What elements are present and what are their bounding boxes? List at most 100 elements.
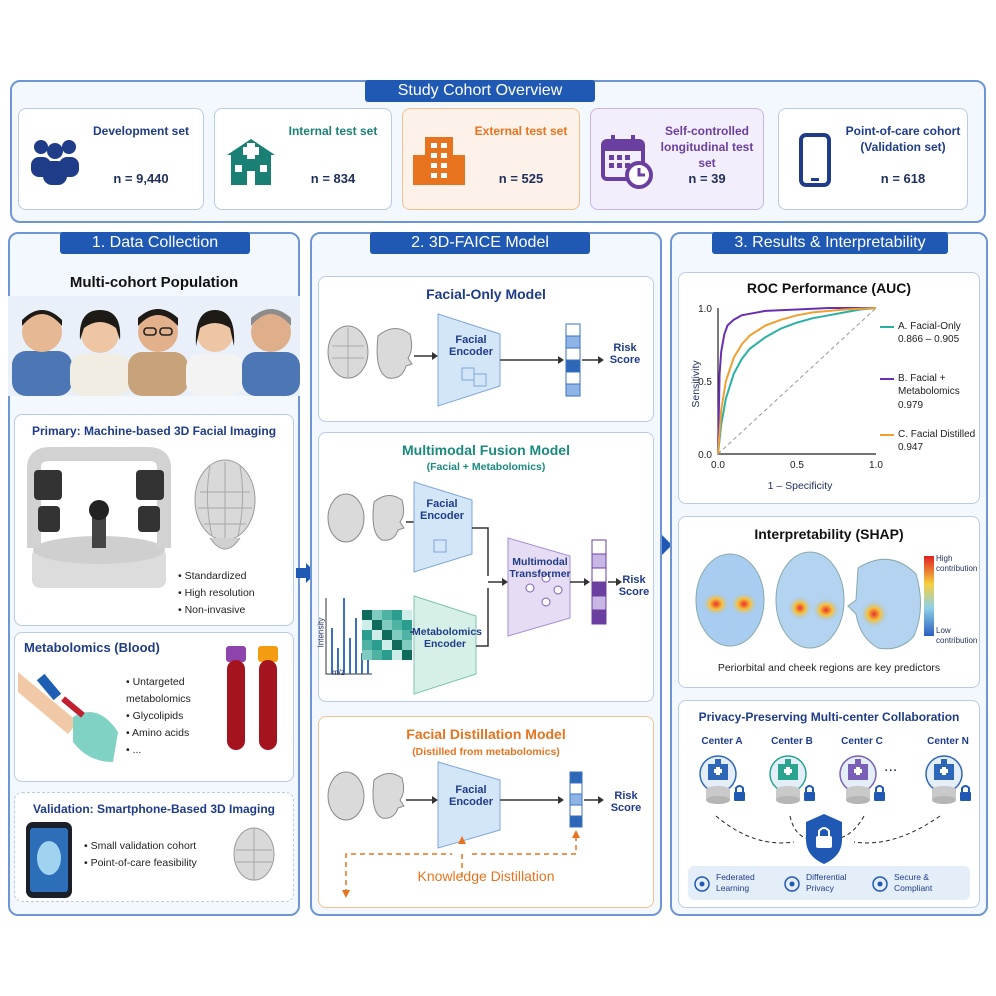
heatmap-cell bbox=[402, 610, 412, 620]
heatmap-cell bbox=[402, 640, 412, 650]
differential-privacy-icon bbox=[784, 876, 800, 892]
facial-encoder-trapezoid bbox=[437, 313, 501, 407]
roc-x-tick: 0.5 bbox=[790, 460, 804, 471]
population-title: Multi-cohort Population bbox=[69, 274, 239, 291]
roc-legend-value: 0.866 – 0.905 bbox=[898, 334, 960, 345]
privacy-title: Privacy-Preserving Multi-center Collabor… bbox=[698, 710, 960, 724]
person-5 bbox=[242, 309, 300, 396]
mass-spectrum-icon bbox=[325, 598, 372, 675]
knowledge-distillation-path bbox=[345, 834, 577, 894]
primary-bullet: Standardized bbox=[178, 568, 290, 585]
distill-risk-score: Risk Score bbox=[610, 790, 642, 814]
model-title: 2. 3D-FAICE Model bbox=[370, 232, 590, 254]
metabolomics-bullet: ... bbox=[126, 742, 226, 759]
face-side-icon bbox=[376, 328, 413, 379]
centers-ellipsis: ... bbox=[884, 758, 898, 775]
heatmap-cell bbox=[372, 640, 382, 650]
roc-legend-entry: A. Facial-Only 0.866 – 0.905 bbox=[880, 320, 980, 372]
secure-compliant-icon bbox=[872, 876, 888, 892]
roc-x-axis-label: 1 – Specificity bbox=[767, 480, 833, 492]
heatmap-cell bbox=[382, 630, 392, 640]
roc-series-line bbox=[717, 307, 876, 455]
privacy-badge-label: Differential Privacy bbox=[806, 872, 847, 893]
shap-heatmap-faces bbox=[695, 551, 922, 650]
cohort-count: n = 618 bbox=[880, 171, 926, 186]
heatmap-cell bbox=[392, 640, 402, 650]
heatmap-cell bbox=[362, 620, 372, 630]
shap-colorbar bbox=[924, 556, 934, 636]
heatmap-cell bbox=[392, 650, 402, 660]
fusion-facial-encoder bbox=[413, 481, 473, 573]
center-label: Center C bbox=[841, 736, 883, 747]
heatmap-cell bbox=[362, 640, 372, 650]
blood-tubes-image bbox=[226, 646, 278, 750]
blood-draw-image bbox=[18, 672, 118, 762]
person-3 bbox=[128, 309, 188, 396]
person-1 bbox=[12, 310, 72, 396]
calendar-clock-icon bbox=[601, 135, 653, 189]
cohort-name: Self-controlled longitudinal test set bbox=[660, 124, 754, 170]
privacy-badge-label: Federated Learning bbox=[716, 872, 755, 893]
distill-encoder-label: Facial Encoder bbox=[448, 784, 493, 808]
cohort-count: n = 39 bbox=[688, 171, 726, 186]
metabolomics-bullets: Untargeted metabolomics Glycolipids Amin… bbox=[126, 674, 226, 759]
metabolomics-bullet: Amino acids bbox=[126, 725, 226, 742]
cohort-card: Point-of-care cohort (Validation set)n =… bbox=[778, 108, 968, 210]
roc-legend-label: A. Facial-Only bbox=[898, 321, 961, 332]
center-node: Center B bbox=[764, 736, 820, 816]
validation-bullet: Point-of-care feasibility bbox=[84, 855, 224, 872]
heatmap-cell bbox=[362, 630, 372, 640]
cohort-overview-title: Study Cohort Overview bbox=[365, 80, 595, 102]
people-icon bbox=[31, 140, 79, 185]
metabolomics-bullet: Glycolipids bbox=[126, 708, 226, 725]
smartphone-icon bbox=[799, 133, 831, 187]
cohort-count: n = 525 bbox=[498, 171, 544, 186]
fusion-diagram bbox=[325, 481, 622, 695]
roc-legend: A. Facial-Only 0.866 – 0.905 B. Facial + M… bbox=[880, 320, 980, 480]
shap-high-label: High contribution bbox=[936, 554, 978, 573]
shap-face-oblique bbox=[775, 551, 845, 649]
facial-only-encoder-label: Facial Encoder bbox=[448, 334, 493, 358]
roc-legend-swatch bbox=[880, 326, 894, 328]
cohort-name: Internal test set bbox=[288, 124, 378, 138]
roc-y-tick: 0.0 bbox=[698, 450, 712, 461]
person-2 bbox=[70, 310, 130, 396]
roc-series-line bbox=[717, 307, 877, 455]
heatmap-cell bbox=[382, 610, 392, 620]
heatmap-cell bbox=[382, 640, 392, 650]
heatmap-cell bbox=[382, 650, 392, 660]
cohort-count: n = 834 bbox=[310, 171, 356, 186]
primary-bullet: High resolution bbox=[178, 585, 290, 602]
feature-vector bbox=[565, 323, 581, 397]
roc-series-line bbox=[717, 307, 877, 455]
heatmap-cell bbox=[392, 610, 402, 620]
validation-face-mesh-image bbox=[233, 827, 275, 881]
facial-only-risk-score: Risk Score bbox=[609, 342, 641, 366]
fusion-metab-encoder-label: Metabolomics Encoder bbox=[412, 626, 483, 650]
fusion-metab-encoder bbox=[413, 595, 477, 695]
roc-title: ROC Performance (AUC) bbox=[746, 280, 912, 296]
primary-bullets: Standardized High resolution Non-invasiv… bbox=[178, 568, 290, 619]
shap-title: Interpretability (SHAP) bbox=[754, 526, 904, 542]
spectrum-x-axis-label: m/z bbox=[332, 668, 345, 677]
heatmap-cell bbox=[382, 620, 392, 630]
roc-diagonal bbox=[717, 307, 877, 455]
hospital-database-icon bbox=[769, 755, 815, 804]
roc-legend-swatch bbox=[880, 378, 894, 380]
distill-title: Facial Distillation Model bbox=[406, 726, 566, 742]
heatmap-cell bbox=[402, 650, 412, 660]
fusion-subtitle: (Facial + Metabolomics) bbox=[426, 461, 546, 473]
cohort-card: Internal test set n = 834 bbox=[214, 108, 392, 210]
heatmap-cell bbox=[372, 620, 382, 630]
hospital-database-icon bbox=[925, 755, 971, 804]
heatmap-cell bbox=[372, 630, 382, 640]
heatmap-cell bbox=[362, 610, 372, 620]
privacy-badge-label: Secure & Compliant bbox=[894, 872, 933, 893]
hospital-icon bbox=[227, 139, 275, 185]
validation-bullets: Small validation cohort Point-of-care fe… bbox=[84, 838, 224, 872]
center-label: Center B bbox=[771, 736, 813, 747]
primary-imaging-title: Primary: Machine-based 3D Facial Imaging bbox=[31, 424, 277, 438]
